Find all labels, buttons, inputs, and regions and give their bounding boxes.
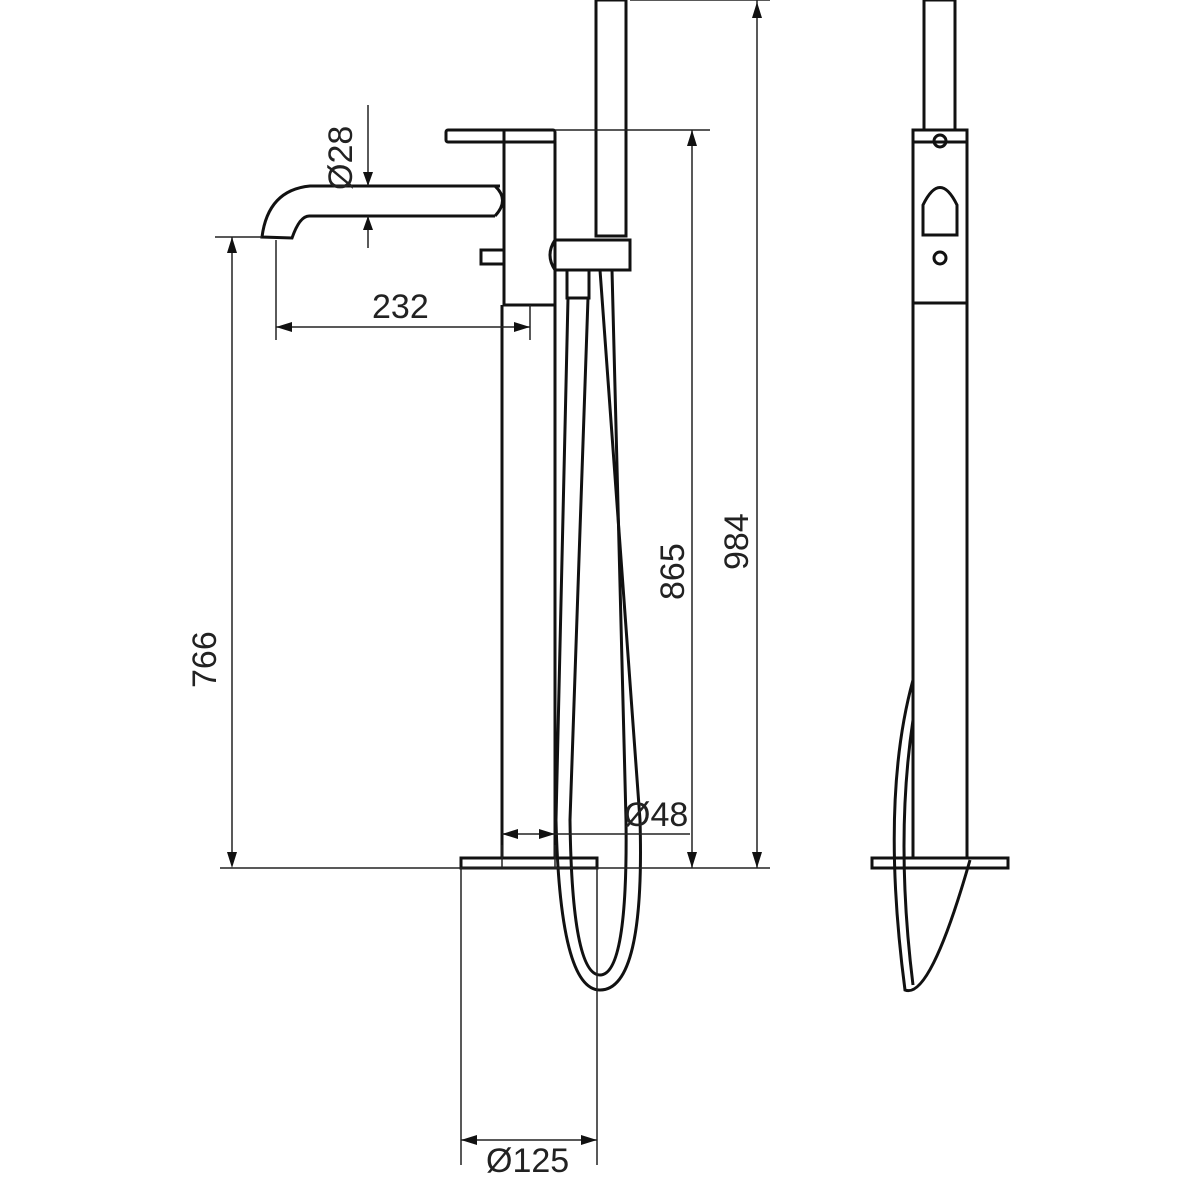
base-plate — [459, 856, 599, 870]
label-spout-height: 766 — [186, 631, 224, 688]
dimension-labels: Ø28 232 766 865 984 Ø48 Ø125 — [186, 126, 756, 1180]
front-view — [260, 0, 642, 992]
column — [500, 142, 557, 858]
label-column-diameter: Ø48 — [624, 796, 688, 834]
label-base-diameter: Ø125 — [486, 1142, 569, 1180]
label-total-height: 984 — [718, 513, 756, 570]
dimension-lines — [215, 0, 770, 1165]
label-spout-diameter: Ø28 — [322, 126, 360, 190]
label-spout-reach: 232 — [372, 288, 429, 326]
side-view — [870, 0, 1010, 993]
label-mixer-height: 865 — [654, 543, 692, 600]
hand-shower — [548, 0, 632, 300]
spout — [260, 184, 504, 240]
shower-hose — [554, 269, 642, 992]
